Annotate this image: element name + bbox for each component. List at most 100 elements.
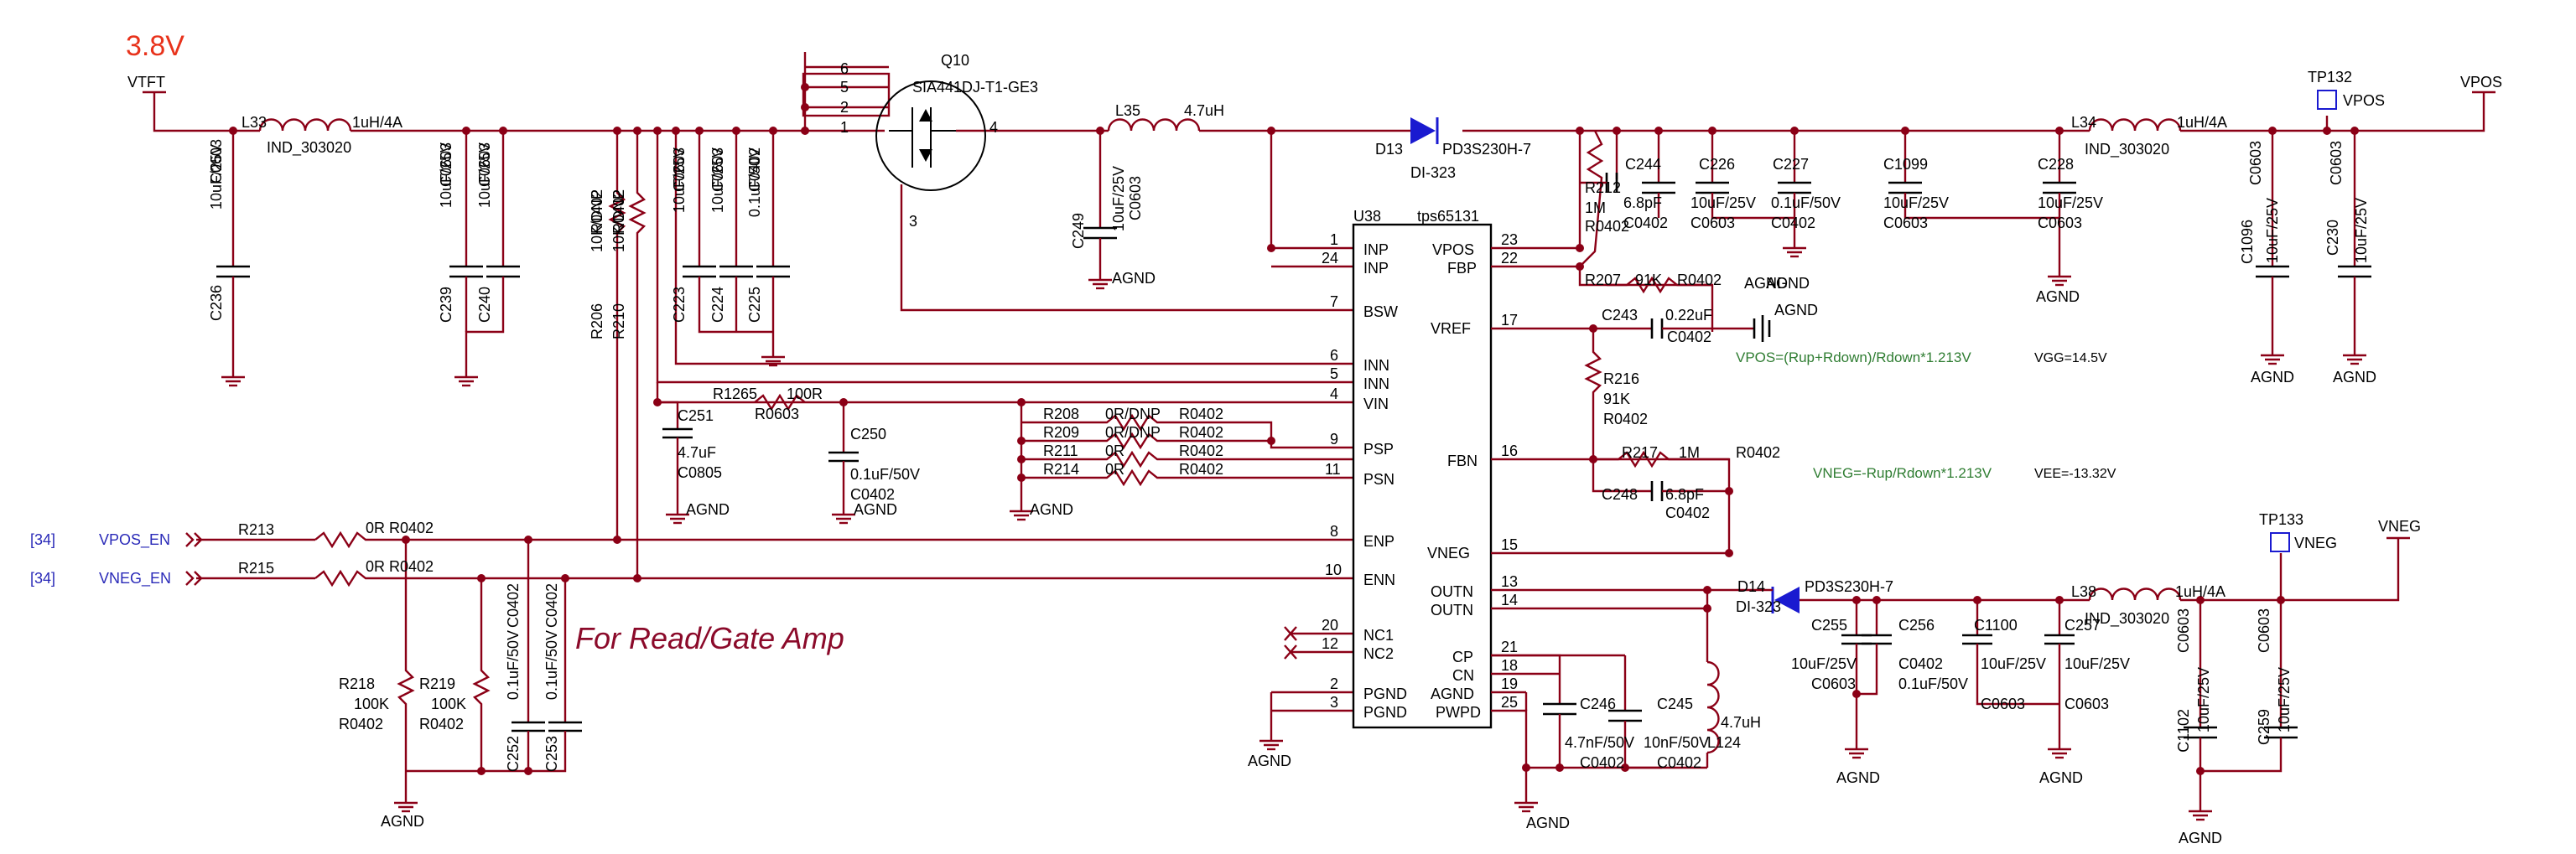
pgnd-lines <box>1270 691 1353 729</box>
c246-pkg: C0402 <box>1580 754 1624 771</box>
pin-9-num: 9 <box>1330 431 1338 448</box>
d14-pkg: DI-323 <box>1736 598 1781 615</box>
pin-23-num: 23 <box>1501 231 1518 248</box>
c225-pkg: C0402 <box>746 148 763 192</box>
junctions <box>229 83 2359 775</box>
c230-pkg: C0603 <box>2328 141 2345 185</box>
q10-pin5: 5 <box>840 79 849 96</box>
r214-pkg: R0402 <box>1179 461 1223 478</box>
pin-19-name: AGND <box>1431 686 1474 702</box>
c255-value: 10uF/25V <box>1791 655 1857 672</box>
r215-ref: R215 <box>238 560 274 577</box>
r216-pkg: R0402 <box>1603 411 1648 427</box>
agnd-r207: AGND <box>1744 275 1788 292</box>
r208-ref: R208 <box>1043 406 1079 422</box>
q10-pin2: 2 <box>840 99 849 116</box>
r213-pkg: R0402 <box>389 520 434 536</box>
c256-value: 0.1uF/50V <box>1898 675 1968 692</box>
c249-ref: C249 <box>1070 213 1087 249</box>
c259-ref: C259 <box>2256 709 2272 745</box>
tp132-pad <box>2317 90 2337 110</box>
c239-value: 10uF/25V <box>438 142 454 208</box>
d14-part: PD3S230H-7 <box>1805 578 1893 595</box>
r211-pkg: R0402 <box>1179 443 1223 459</box>
c252-value: 0.1uF/50V <box>505 630 522 700</box>
pin-24-num: 24 <box>1322 250 1338 267</box>
c252-ref: C252 <box>505 736 522 772</box>
agnd-r214: AGND <box>1030 501 1073 518</box>
c228-ref: C228 <box>2038 156 2074 173</box>
r215-pkg: R0402 <box>389 558 434 575</box>
pin-3-name: PGND <box>1363 704 1407 721</box>
pin-9-name: PSP <box>1363 441 1394 458</box>
c240-ref: C240 <box>476 287 493 323</box>
l34-ref: L34 <box>2071 114 2096 131</box>
pin-17-num: 17 <box>1501 312 1518 329</box>
d13-part: PD3S230H-7 <box>1442 141 1531 158</box>
c223-pkg: C0603 <box>671 148 688 192</box>
c1096-value: 10uF/25V <box>2264 198 2281 263</box>
c244-ref: C244 <box>1625 156 1661 173</box>
c224-ref: C224 <box>709 287 726 323</box>
l34-value: 1uH/4A <box>2177 114 2227 131</box>
top-rail-wires <box>153 52 2485 132</box>
c225-ref: C225 <box>746 287 763 323</box>
r206-r210 <box>608 131 647 578</box>
pin-12-name: NC2 <box>1363 645 1394 662</box>
r215-value: 0R <box>366 558 385 575</box>
r206-value: 10K/DNP <box>589 189 605 252</box>
vtft-label: VTFT <box>127 74 165 91</box>
c251-cap <box>662 427 693 503</box>
r211-ref: R211 <box>1043 443 1078 459</box>
vneg-en-net: VNEG_EN <box>99 570 171 587</box>
l33-inductor <box>258 118 352 132</box>
note-vpos-eq: VPOS=(Rup+Rdown)/Rdown*1.213V <box>1736 349 1971 365</box>
c252-pkg: C0402 <box>505 583 522 628</box>
pin-24-name: INP <box>1363 260 1389 277</box>
c228-pkg: C0603 <box>2038 215 2082 231</box>
c223-ref: C223 <box>671 287 688 323</box>
tp132-net: VPOS <box>2343 92 2385 109</box>
c1102-ref: C1102 <box>2175 709 2192 753</box>
c227-value: 0.1uF/50V <box>1771 194 1841 211</box>
c253-value: 0.1uF/50V <box>543 630 560 700</box>
r218-pkg: R0402 <box>339 716 383 732</box>
pin-7-name: BSW <box>1363 303 1398 320</box>
r214-ref: R214 <box>1043 461 1079 478</box>
r207-value: 91K <box>1635 272 1662 288</box>
vpos-en-port <box>185 532 203 547</box>
vneg-en-port <box>185 571 203 586</box>
c251-ref: C251 <box>678 407 714 424</box>
tp133-pad <box>2270 532 2290 552</box>
d13-diode <box>1410 117 1439 144</box>
c227-ref: C227 <box>1773 156 1809 173</box>
agnd-r218: AGND <box>381 813 424 830</box>
pin-21-name: CP <box>1452 649 1473 665</box>
l38-ref: L38 <box>2071 583 2096 600</box>
agnd-c228: AGND <box>2036 288 2080 305</box>
agnd-c227: AGND <box>1766 275 1810 292</box>
c253-ref: C253 <box>543 736 560 772</box>
tp133-ref: TP133 <box>2259 511 2303 528</box>
pin-11-num: 11 <box>1325 461 1341 478</box>
c243-pkg: C0402 <box>1667 329 1711 345</box>
pin-10-name: ENN <box>1363 572 1395 588</box>
u38-part: tps65131 <box>1417 208 1479 225</box>
c236-ref: C236 <box>208 285 225 321</box>
c257-value: 10uF/25V <box>2064 655 2130 672</box>
pin-4-name: VIN <box>1363 396 1389 412</box>
agnd-c1096: AGND <box>2251 369 2294 386</box>
pin-3-num: 3 <box>1330 694 1338 711</box>
pin-7-num: 7 <box>1330 293 1338 310</box>
c249-pkg: C0603 <box>1127 176 1144 220</box>
pin-20-name: NC1 <box>1363 627 1394 644</box>
pin-15-num: 15 <box>1501 536 1518 553</box>
c1099-ref: C1099 <box>1883 156 1928 173</box>
c1099-pkg: C0603 <box>1883 215 1928 231</box>
c239-pkg: C0603 <box>438 142 454 187</box>
pin-5-name: INN <box>1363 375 1389 392</box>
c223-value: 10uF/25V <box>671 148 688 213</box>
l34-inductor <box>2088 118 2182 132</box>
